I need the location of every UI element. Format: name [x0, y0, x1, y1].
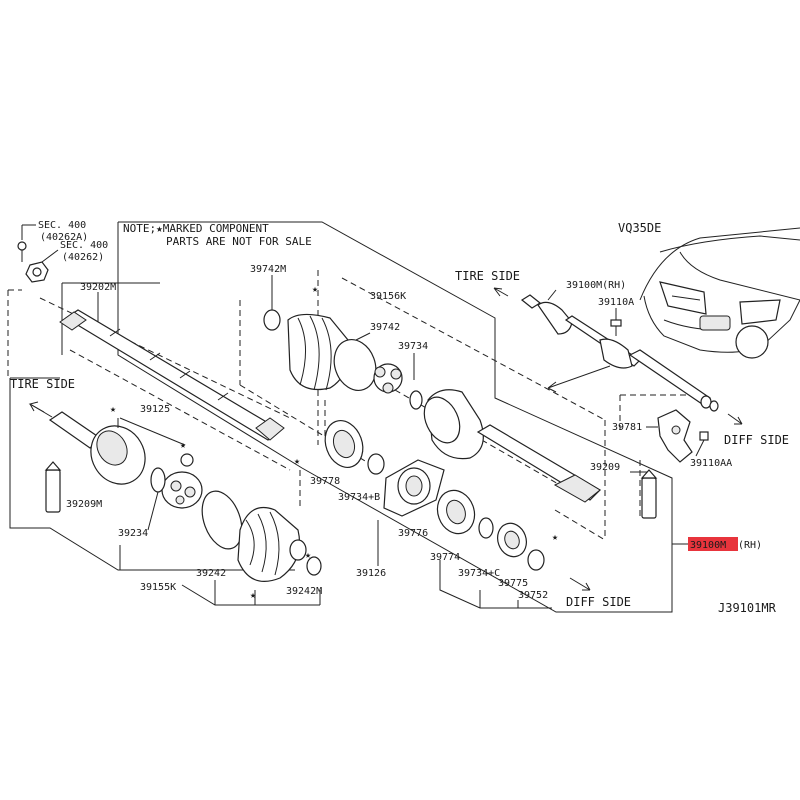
label-39100m-rh-top: 39100M(RH)	[566, 280, 626, 291]
star-39156k: ★	[312, 284, 318, 295]
bracket-39776	[383, 459, 445, 517]
star-39752: ★	[552, 532, 558, 543]
label-39100m-highlight: 39100M	[690, 540, 726, 551]
arrow-tire-right	[493, 287, 509, 297]
label-39156k: 39156K	[370, 291, 406, 302]
sec400-a-code: (40262A)	[40, 232, 88, 243]
bracket-39155k: 39155K ★	[119, 545, 321, 606]
seal-39775	[497, 522, 527, 558]
arrow-diff-bottom	[569, 577, 591, 591]
band-39242m	[306, 556, 322, 576]
sec400-a-label: SEC. 400	[38, 220, 86, 231]
label-39778: 39778	[310, 476, 340, 487]
star-39155k: ★	[250, 590, 256, 601]
highlight-box	[688, 537, 738, 551]
label-39155k: 39155K	[140, 582, 176, 593]
knuckle-39781	[657, 409, 693, 463]
bracket-39126: 39126	[356, 520, 552, 609]
label-39742m: 39742M	[250, 264, 286, 275]
label-39734c: 39734+C	[458, 568, 500, 579]
drive-shaft-39202m	[59, 309, 285, 441]
label-39242m: 39242M	[286, 586, 322, 597]
star-39778: ★	[294, 456, 300, 467]
frame-lines	[9, 221, 673, 613]
boot-band-39242	[201, 490, 243, 550]
guide-lines	[7, 270, 690, 541]
highlighted-part[interactable]: 39100M (RH)	[672, 537, 762, 551]
tripod-upper	[373, 363, 403, 394]
tire-side-right: TIRE SIDE	[455, 269, 520, 283]
star-39242m: ★	[305, 550, 311, 561]
label-39734: 39734	[398, 341, 428, 352]
bearing-39774	[436, 489, 476, 535]
star-39125: ★	[180, 440, 186, 451]
label-39126: 39126	[356, 568, 386, 579]
sec400-group: SEC. 400 (40262A) SEC. 400 (40262)	[17, 220, 108, 283]
inner-housing	[423, 389, 601, 503]
plug-39209m	[44, 461, 62, 513]
arrow-assembly	[547, 365, 611, 393]
seal-39778	[324, 420, 364, 468]
bolt-39110a	[610, 319, 622, 336]
clip-39734	[409, 390, 423, 410]
upper-boot-39156k	[263, 309, 377, 391]
label-39209m: 39209M	[66, 499, 102, 510]
sec400-b-label: SEC. 400	[60, 240, 108, 251]
clip-ring-39234	[150, 467, 166, 493]
label-39774: 39774	[430, 552, 460, 563]
clip-39734b	[367, 453, 385, 475]
sec400-b-code: (40262)	[62, 252, 104, 263]
label-39110a: 39110A	[598, 297, 634, 308]
drawing-id: J39101MR	[718, 601, 777, 615]
label-39110aa: 39110AA	[690, 458, 732, 469]
label-39209: 39209	[590, 462, 620, 473]
tire-side-left: TIRE SIDE	[10, 377, 75, 391]
label-39734b: 39734+B	[338, 492, 380, 503]
outer-cv-joint	[48, 411, 146, 485]
tripod-joint	[161, 453, 203, 509]
bolt-39110aa	[695, 431, 709, 457]
label-39202m: 39202M	[80, 282, 116, 293]
clip-39734c	[478, 517, 494, 539]
note-line1: NOTE;★MARKED COMPONENT	[123, 222, 269, 235]
label-39742: 39742	[370, 322, 400, 333]
star-cv: ★	[110, 404, 116, 415]
diff-side-bottom: DIFF SIDE	[566, 595, 631, 609]
plug-39209	[640, 469, 658, 519]
diff-side-right: DIFF SIDE	[724, 433, 789, 447]
label-39775: 39775	[498, 578, 528, 589]
label-39776: 39776	[398, 528, 428, 539]
label-39234: 39234	[118, 528, 148, 539]
assembled-shaft	[520, 294, 719, 412]
engine-code: VQ35DE	[618, 221, 661, 235]
label-39752: 39752	[518, 590, 548, 601]
label-39125: 39125	[140, 404, 170, 415]
note-line2: PARTS ARE NOT FOR SALE	[166, 235, 312, 248]
ring-39752	[527, 549, 545, 571]
boot-left	[237, 506, 307, 582]
label-39781: 39781	[612, 422, 642, 433]
label-39242: 39242	[196, 568, 226, 579]
label-39100m-rh-suffix: (RH)	[738, 540, 762, 551]
arrow-diff-right	[727, 413, 743, 425]
vehicle-sketch	[639, 227, 800, 359]
